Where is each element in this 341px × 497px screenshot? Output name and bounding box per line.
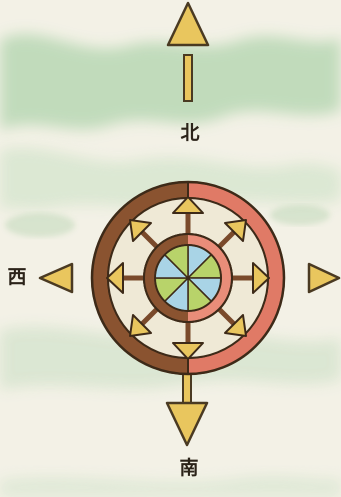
north-arrow-button[interactable] bbox=[166, 2, 210, 104]
west-label: 西 bbox=[2, 268, 32, 287]
south-arrow-button[interactable] bbox=[165, 372, 209, 448]
south-label: 南 bbox=[174, 459, 204, 478]
compass-rose-icon bbox=[92, 182, 284, 374]
east-arrow-button[interactable] bbox=[306, 262, 341, 294]
north-label: 北 bbox=[175, 124, 205, 143]
west-arrow-button[interactable] bbox=[38, 262, 74, 294]
